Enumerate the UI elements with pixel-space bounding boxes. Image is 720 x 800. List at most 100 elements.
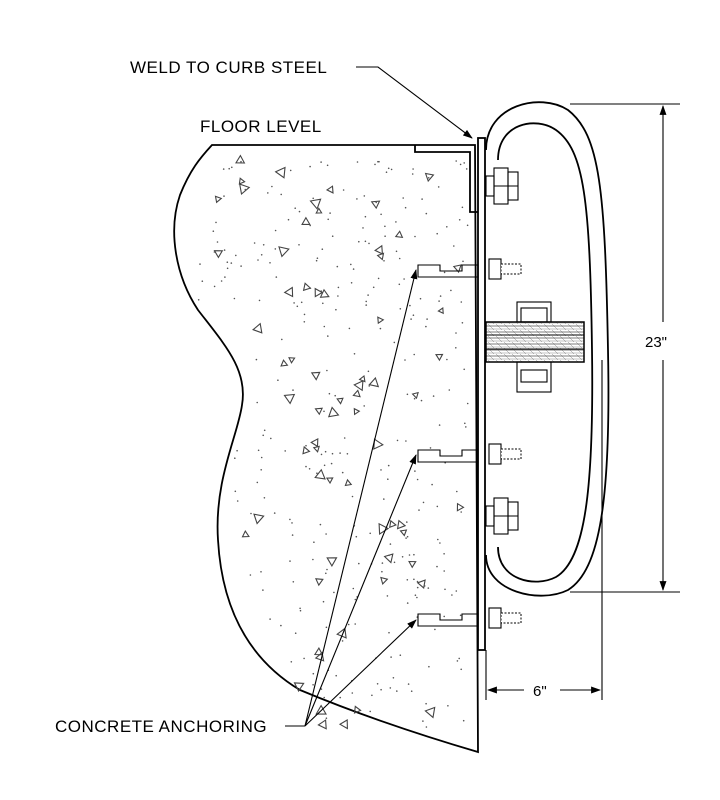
- aggregate-dot: [365, 304, 368, 306]
- aggregate-dot: [396, 439, 399, 442]
- aggregate-dot: [395, 221, 397, 223]
- aggregate-dot: [448, 389, 451, 391]
- wood-spacer-block: [485, 301, 585, 393]
- aggregate-dot: [324, 450, 327, 453]
- aggregate-dot: [325, 572, 327, 575]
- aggregate-dot: [275, 276, 278, 278]
- aggregate-dot: [411, 173, 414, 175]
- aggregate-dot: [354, 623, 357, 625]
- aggregate-dot: [405, 440, 407, 442]
- aggregate-stone: [238, 177, 246, 185]
- aggregate-dot: [341, 471, 344, 474]
- aggregate-dot: [312, 672, 315, 675]
- aggregate-dot: [298, 244, 300, 246]
- aggregate-dot: [365, 300, 368, 303]
- aggregate-stone: [388, 519, 397, 529]
- aggregate-dot: [215, 221, 217, 224]
- aggregate-dot: [367, 294, 369, 296]
- aggregate-dot: [414, 594, 417, 596]
- aggregate-stone: [325, 185, 334, 194]
- aggregate-dot: [347, 623, 350, 626]
- aggregate-stone: [314, 651, 325, 662]
- aggregate-stone: [302, 282, 312, 292]
- aggregate-dot: [398, 257, 401, 260]
- aggregate-dot: [375, 201, 378, 204]
- aggregate-dot: [277, 379, 279, 382]
- aggregate-dot: [363, 195, 366, 197]
- aggregate-dot: [425, 212, 428, 215]
- anchoring-leader-2: [304, 454, 417, 727]
- aggregate-dot: [413, 353, 416, 356]
- aggregate-dot: [356, 198, 358, 200]
- aggregate-stone: [352, 389, 361, 398]
- aggregate-dot: [309, 287, 312, 290]
- aggregate-dot: [309, 224, 312, 227]
- aggregate-dot: [328, 392, 331, 395]
- aggregate-dot: [401, 556, 404, 558]
- aggregate-dot: [443, 570, 446, 572]
- aggregate-dot: [460, 301, 463, 303]
- aggregate-dot: [414, 235, 416, 238]
- aggregate-dot: [413, 578, 415, 581]
- aggregate-dot: [436, 232, 439, 235]
- aggregate-stone: [456, 502, 465, 512]
- aggregate-dot: [274, 248, 277, 250]
- aggregate-dot: [337, 286, 340, 289]
- aggregate-dot: [374, 163, 376, 166]
- aggregate-dot: [333, 591, 335, 594]
- aggregate-dot: [213, 285, 216, 288]
- aggregate-dot: [294, 207, 297, 209]
- aggregate-dot: [413, 553, 415, 556]
- aggregate-dot: [383, 260, 385, 262]
- aggregate-dot: [346, 453, 349, 455]
- aggregate-dot: [392, 677, 395, 679]
- aggregate-dot: [316, 472, 318, 475]
- aggregate-dot: [460, 511, 463, 513]
- aggregate-dot: [406, 602, 409, 604]
- aggregate-dot: [325, 533, 327, 535]
- aggregate-dot: [249, 574, 252, 576]
- aggregate-dot: [339, 452, 341, 454]
- aggregate-dot: [213, 251, 216, 253]
- aggregate-dot: [262, 244, 265, 246]
- aggregate-dot: [406, 579, 409, 581]
- concrete-aggregate: [197, 154, 469, 730]
- aggregate-dot: [367, 370, 370, 373]
- anchoring-leader-3: [304, 619, 417, 727]
- aggregate-dot: [222, 168, 225, 170]
- aggregate-dot: [463, 368, 466, 371]
- aggregate-stone: [302, 445, 311, 455]
- height-dimension: 23": [570, 103, 680, 593]
- aggregate-dot: [436, 565, 438, 568]
- anchor-bolt-3: [417, 607, 522, 629]
- aggregate-stone: [353, 705, 362, 714]
- curb-steel-angle: [414, 145, 478, 213]
- aggregate-dot: [364, 240, 367, 243]
- aggregate-stone: [336, 397, 344, 405]
- aggregate-dot: [398, 283, 401, 286]
- aggregate-dot: [381, 570, 383, 573]
- aggregate-stone: [301, 216, 311, 225]
- aggregate-dot: [228, 167, 230, 170]
- anchor-bolt-2: [417, 443, 522, 465]
- aggregate-dot: [393, 341, 396, 344]
- weld-leader-line: [356, 66, 473, 139]
- aggregate-dot: [348, 327, 351, 330]
- aggregate-dot: [339, 696, 342, 699]
- aggregate-dot: [369, 532, 372, 535]
- aggregate-dot: [321, 248, 324, 250]
- aggregate-dot: [446, 358, 448, 361]
- aggregate-dot: [459, 614, 462, 617]
- aggregate-dot: [399, 308, 402, 310]
- aggregate-stone: [241, 529, 250, 538]
- aggregate-dot: [384, 235, 386, 237]
- aggregate-dot: [447, 705, 449, 707]
- aggregate-stone: [315, 578, 324, 587]
- aggregate-dot: [234, 490, 237, 493]
- aggregate-dot: [363, 405, 366, 407]
- aggregate-dot: [390, 168, 393, 171]
- aggregate-dot: [253, 242, 256, 244]
- aggregate-dot: [223, 249, 226, 251]
- aggregate-dot: [323, 464, 326, 467]
- aggregate-dot: [291, 534, 294, 536]
